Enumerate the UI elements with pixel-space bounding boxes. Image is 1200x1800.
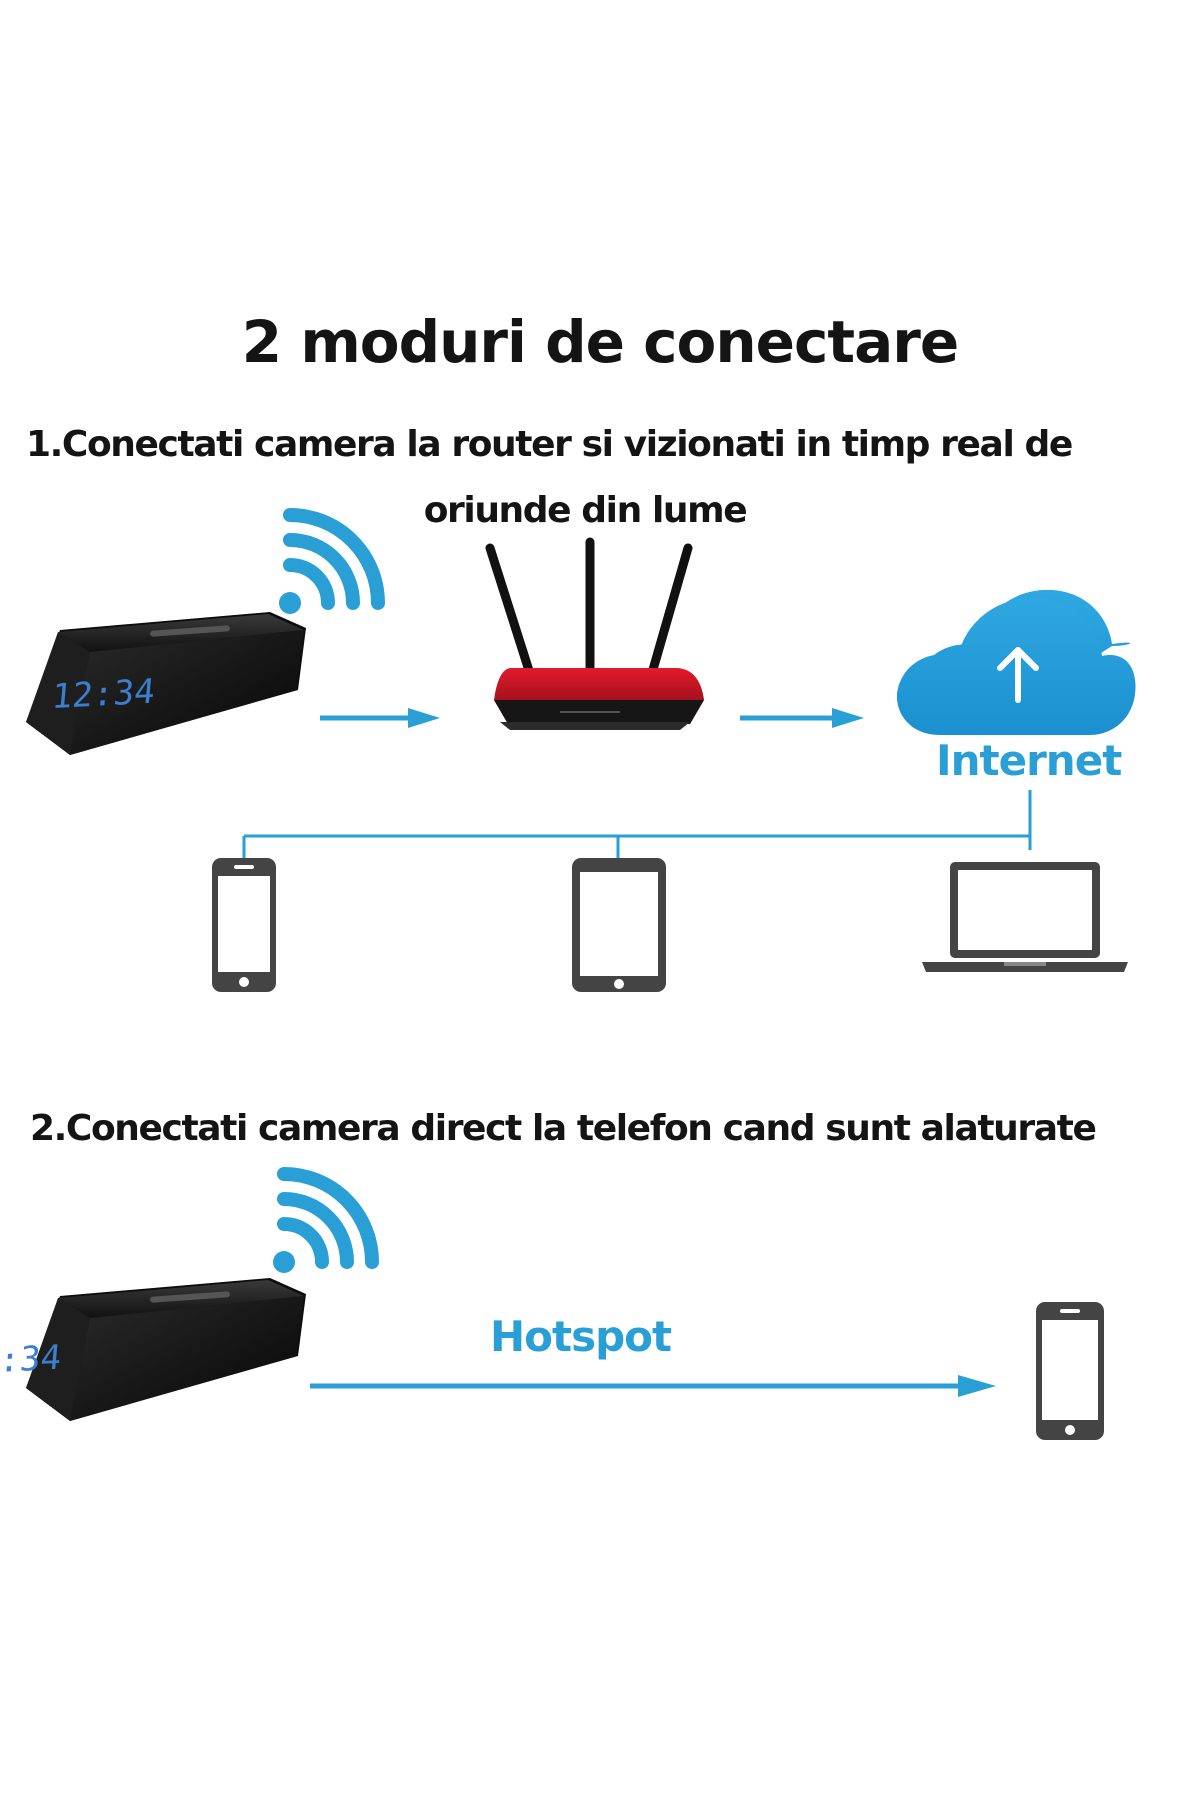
- network-lines: [242, 790, 1032, 862]
- tablet-icon: [572, 858, 666, 992]
- laptop-icon: [922, 862, 1128, 972]
- router-icon: [485, 537, 704, 730]
- wifi-icon: [279, 508, 385, 614]
- arrow-right-icon: [320, 708, 440, 728]
- hotspot-label: Hotspot: [490, 1312, 672, 1361]
- smartphone-icon: [212, 858, 276, 992]
- smartphone-icon: [1036, 1302, 1104, 1440]
- wifi-icon: [273, 1167, 379, 1273]
- clock-display-text: 12:34: [0, 1338, 63, 1383]
- mode2-description: 2.Conectati camera direct la telefon can…: [30, 1108, 1097, 1149]
- clock-display-text: 12:34: [50, 672, 156, 717]
- mode1-description-line1: 1.Conectati camera la router si vizionat…: [26, 424, 1073, 465]
- camera-clock-icon: 12:34: [26, 612, 306, 755]
- arrow-right-icon: [740, 708, 864, 728]
- mode1-description-line2: oriunde din lume: [423, 490, 748, 531]
- cloud-upload-icon: [896, 589, 1136, 735]
- page-title: 2 moduri de conectare: [241, 308, 959, 376]
- arrow-right-icon: [310, 1375, 996, 1397]
- internet-label: Internet: [936, 736, 1122, 785]
- camera-clock-icon: 12:34: [0, 1278, 306, 1421]
